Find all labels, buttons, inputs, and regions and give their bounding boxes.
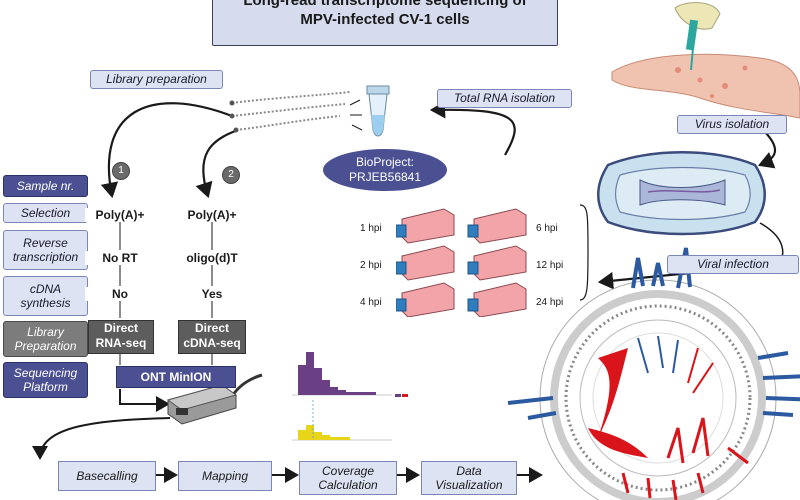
timepoint-1: 1 hpi: [360, 223, 382, 234]
timepoint-6: 6 hpi: [536, 223, 558, 234]
minion-device-icon: [166, 373, 263, 425]
title-box: Long-read transcriptome sequencing of MP…: [212, 0, 558, 46]
timepoint-24: 24 hpi: [536, 297, 564, 308]
bioproject-label: BioProject:: [355, 155, 415, 169]
pipeline-coverage-calculation: Coverage Calculation: [299, 461, 397, 495]
platform-ont-minion: ONT MinION: [116, 366, 236, 388]
flask-icon: [396, 282, 455, 317]
pipeline-data-visualization: Data Visualization: [421, 461, 517, 495]
arrow-to-tube: [429, 100, 516, 156]
tube-icon: [366, 85, 390, 137]
bioproject-id: PRJEB56841: [348, 170, 422, 184]
sidebar-selection: Selection: [3, 203, 88, 223]
flask-icon: [396, 245, 455, 281]
sidebar-library-preparation: Library Preparation: [3, 321, 88, 357]
sample-1-cdna: No: [85, 287, 155, 301]
sample-1-rt: No RT: [85, 251, 155, 265]
sample-2-number: 2: [222, 166, 240, 184]
sample-2-selection: Poly(A)+: [177, 208, 247, 222]
flask-icon: [396, 208, 455, 244]
flask-bracket: [579, 204, 589, 301]
circos-plot-icon: [507, 247, 800, 500]
flask-icons: [396, 208, 527, 317]
timepoint-4: 4 hpi: [360, 297, 382, 308]
virion-icon: [597, 151, 766, 236]
pipeline-mapping: Mapping: [178, 461, 272, 491]
arrow-to-sample-1: [100, 102, 233, 199]
arrow-to-virion: [757, 131, 776, 169]
tag-total-rna-isolation: Total RNA isolation: [437, 89, 572, 108]
arrow-to-device: [119, 389, 170, 412]
sample-2-cdna: Yes: [177, 287, 247, 301]
bioproject-badge: BioProject: PRJEB56841: [323, 149, 447, 191]
sample-1-selection: Poly(A)+: [85, 208, 155, 222]
title-line-2: MPV-infected CV-1 cells: [300, 11, 470, 28]
sidebar-reverse-transcription: Reverse transcription: [3, 230, 88, 270]
sample-2-library: Direct cDNA-seq: [178, 320, 246, 354]
tag-viral-infection: Viral infection: [667, 255, 799, 274]
sample-2-rt: oligo(d)T: [177, 251, 247, 265]
timepoint-2: 2 hpi: [360, 260, 382, 271]
pipeline-basecalling: Basecalling: [58, 461, 156, 491]
tag-virus-isolation: Virus isolation: [677, 115, 787, 134]
reads-icon: [231, 91, 351, 131]
flask-icon: [467, 208, 527, 244]
sidebar-sequencing-platform: Sequencing Platform: [3, 362, 88, 398]
arrow-to-sample-2: [195, 128, 239, 199]
sidebar-cdna-synthesis: cDNA synthesis: [3, 276, 88, 316]
hand-icon: [611, 53, 800, 119]
tag-library-preparation: Library preparation: [90, 70, 223, 89]
flask-grid: 1 hpi 2 hpi 4 hpi 6 hpi 12 hpi 24 hpi: [356, 205, 596, 317]
sample-1-number: 1: [112, 162, 130, 180]
histogram-icon: [292, 352, 408, 441]
arrow-to-basecalling: [32, 417, 171, 460]
pipette-icon: [674, 2, 721, 71]
title-line-1: Long-read transcriptome sequencing of: [243, 0, 527, 9]
sample-1-library: Direct RNA-seq: [88, 320, 154, 354]
flask-icon: [467, 245, 527, 281]
timepoint-12: 12 hpi: [536, 260, 564, 271]
sidebar-sample-nr: Sample nr.: [3, 175, 88, 197]
flask-icon: [467, 282, 527, 317]
